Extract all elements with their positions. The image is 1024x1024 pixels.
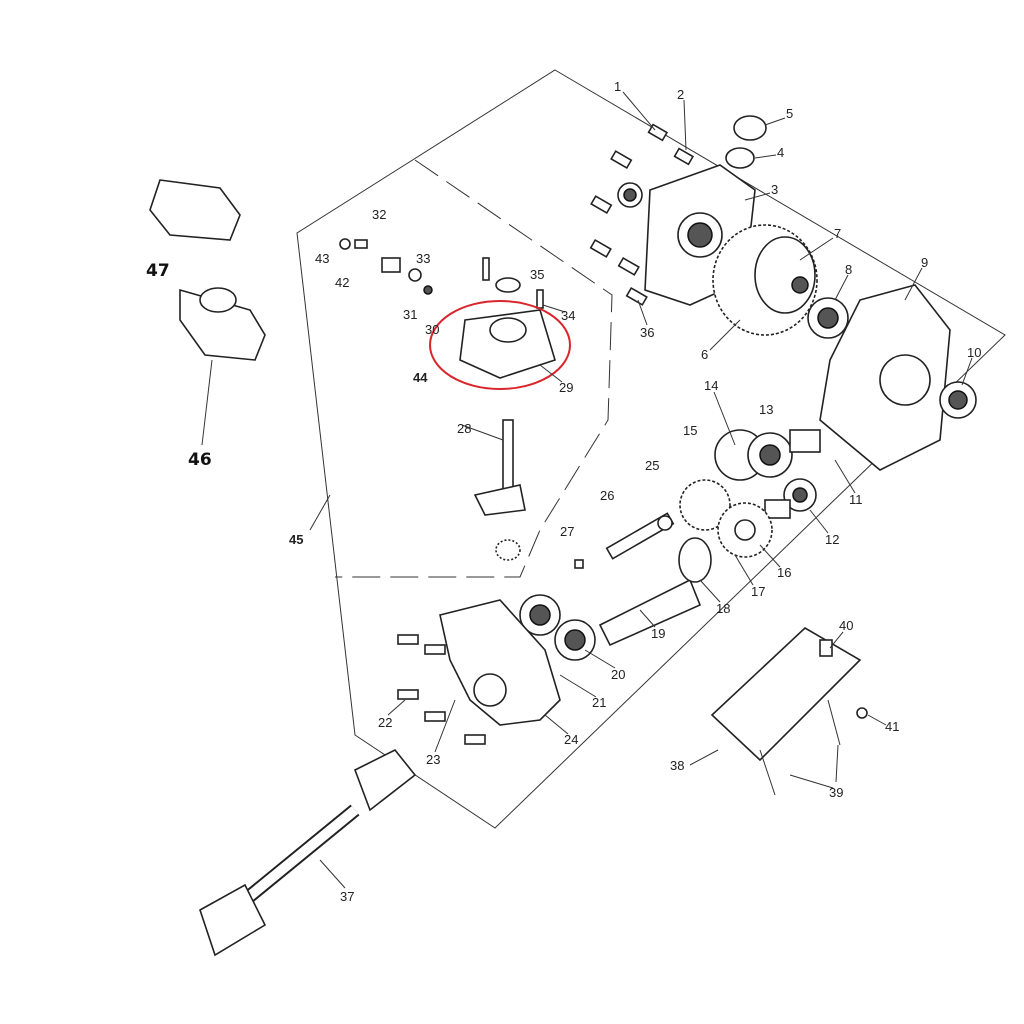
callout-40: 40 [839, 618, 853, 633]
callout-35: 35 [530, 267, 544, 282]
rear-housing [819, 284, 951, 471]
callout-11: 11 [849, 492, 863, 507]
callout-47: 47 [146, 261, 170, 281]
callout-21: 21 [592, 695, 606, 710]
callout-32: 32 [372, 207, 386, 222]
drive-shaft [199, 748, 417, 957]
part-47-plate [149, 179, 241, 241]
callout-26: 26 [600, 488, 614, 503]
callout-24: 24 [564, 732, 578, 747]
callout-30: 30 [425, 322, 439, 337]
seal-cap [725, 115, 767, 169]
callout-20: 20 [611, 667, 625, 682]
part-46-actuator [179, 287, 266, 446]
callout-16: 16 [777, 565, 791, 580]
bearing-8 [807, 297, 849, 339]
callout-22: 22 [378, 715, 392, 730]
callout-19: 19 [651, 626, 665, 641]
callout-10: 10 [967, 345, 981, 360]
callout-34: 34 [561, 308, 575, 323]
callout-17: 17 [751, 584, 765, 599]
callout-41: 41 [885, 719, 899, 734]
callout-39: 39 [829, 785, 843, 800]
callout-labels: 1 2 3 4 5 6 7 8 9 10 11 12 13 14 15 16 1… [146, 79, 981, 904]
callout-33: 33 [416, 251, 430, 266]
bearing-10 [939, 381, 977, 419]
callout-3: 3 [771, 182, 778, 197]
leader-line [309, 494, 331, 531]
callout-27: 27 [560, 524, 574, 539]
shaft-gears [574, 429, 821, 647]
callout-36: 36 [640, 325, 654, 340]
callout-15: 15 [683, 423, 697, 438]
callout-7: 7 [834, 226, 841, 241]
callout-25: 25 [645, 458, 659, 473]
callout-31: 31 [403, 307, 417, 322]
bevel-gear [712, 224, 818, 336]
front-housing-24 [397, 599, 561, 745]
callout-43: 43 [315, 251, 329, 266]
callout-18: 18 [716, 601, 730, 616]
callout-14: 14 [704, 378, 718, 393]
callout-42: 42 [335, 275, 349, 290]
callout-29: 29 [559, 380, 573, 395]
leader-lines [319, 91, 973, 889]
subassembly-dashed-boundary [335, 159, 613, 578]
callout-12: 12 [825, 532, 839, 547]
assembly-boundary [296, 69, 1006, 829]
callout-37: 37 [340, 889, 354, 904]
callout-8: 8 [845, 262, 852, 277]
mounting-plate [710, 627, 868, 796]
callout-6: 6 [701, 347, 708, 362]
callout-4: 4 [777, 145, 784, 160]
callout-38: 38 [670, 758, 684, 773]
callout-13: 13 [759, 402, 773, 417]
callout-23: 23 [426, 752, 440, 767]
callout-2: 2 [677, 87, 684, 102]
callout-46: 46 [188, 450, 212, 470]
selector-parts [339, 238, 556, 561]
callout-5: 5 [786, 106, 793, 121]
callout-44: 44 [413, 370, 428, 385]
callout-9: 9 [921, 255, 928, 270]
callout-1: 1 [614, 79, 621, 94]
callout-45: 45 [289, 532, 303, 547]
highlight-circle [429, 300, 571, 390]
callout-28: 28 [457, 421, 471, 436]
